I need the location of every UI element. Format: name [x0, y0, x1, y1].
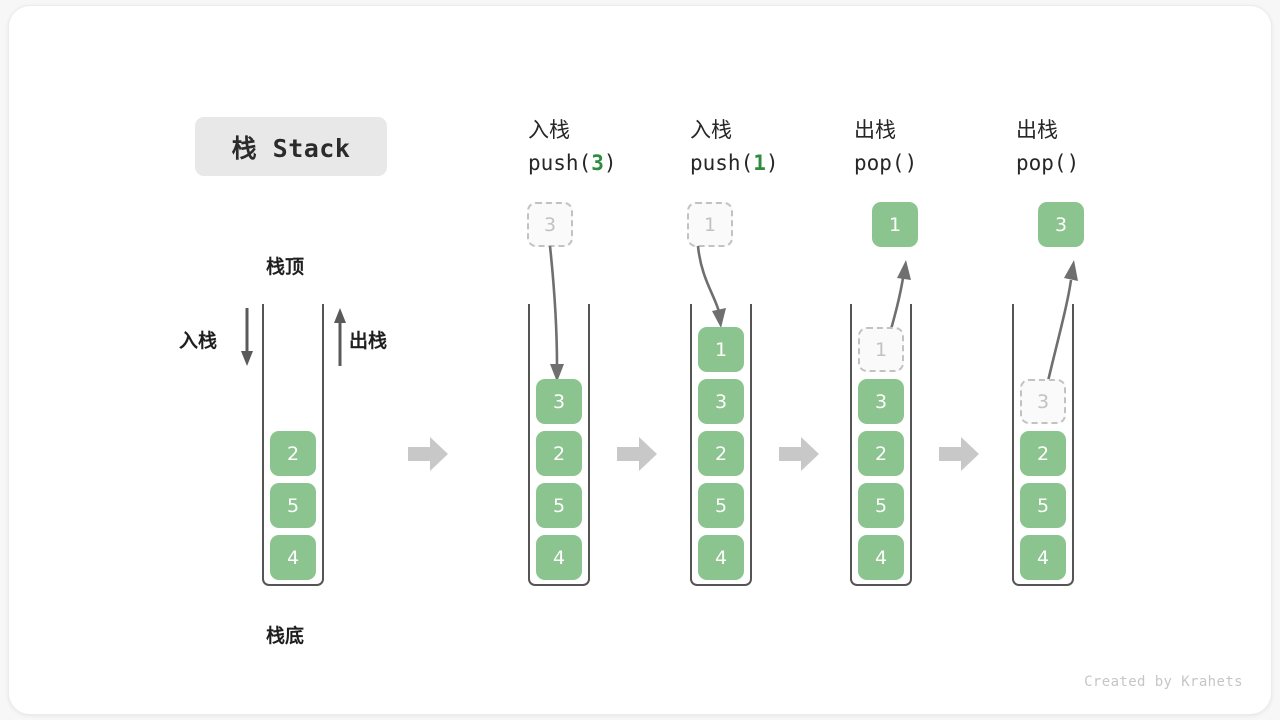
heading-code-arg: 3	[591, 150, 604, 175]
heading-code-pre: pop(	[854, 150, 905, 175]
vacated-ghost-cell: 1	[858, 327, 904, 372]
stack-cell: 4	[270, 535, 316, 580]
page-title: 栈 Stack	[231, 133, 351, 163]
heading-cn: 出栈	[1016, 118, 1058, 142]
step-arrow-icon	[408, 437, 448, 471]
push-motion-arrow-icon	[696, 245, 726, 328]
heading-code-pre: pop(	[1016, 150, 1067, 175]
heading-code-arg: 1	[753, 150, 766, 175]
stack-cell: 5	[1020, 483, 1066, 528]
step-arrow-icon	[617, 437, 657, 471]
footer-credit: Created by Krahets	[1084, 674, 1243, 690]
stack-cell: 5	[270, 483, 316, 528]
heading-code-post: )	[603, 150, 617, 175]
stack-top-label: 栈顶	[266, 256, 305, 278]
stack-cell: 5	[536, 483, 582, 528]
heading-code-post: )	[1066, 150, 1080, 175]
incoming-ghost-cell: 1	[687, 202, 733, 247]
heading-cn: 入栈	[528, 118, 570, 142]
heading-cn: 入栈	[690, 118, 732, 142]
stack-cell: 5	[858, 483, 904, 528]
stack-cell: 4	[536, 535, 582, 580]
stack-cell: 2	[536, 431, 582, 476]
stack-container-pop-3	[1012, 304, 1074, 586]
stack-cell: 4	[698, 535, 744, 580]
pop-direction-arrow-icon	[334, 308, 346, 366]
diagram-card: 栈 Stack 栈顶 栈底 入栈 出栈 2 5 4 入栈 push(3) 3 3…	[8, 5, 1272, 715]
push-direction-arrow-icon	[241, 308, 253, 366]
stack-cell: 4	[858, 535, 904, 580]
pop-direction-label: 出栈	[349, 330, 388, 352]
stack-cell: 5	[698, 483, 744, 528]
stack-cell: 4	[1020, 535, 1066, 580]
column-heading-push-3: 入栈 push(3)	[528, 114, 617, 179]
stack-cell: 3	[536, 379, 582, 424]
heading-code-pre: push(	[528, 150, 592, 175]
vacated-ghost-cell: 3	[1020, 379, 1066, 424]
stack-container-pop-1	[850, 304, 912, 586]
stack-cell: 2	[1020, 431, 1066, 476]
heading-code-post: )	[765, 150, 779, 175]
stack-cell: 3	[858, 379, 904, 424]
column-heading-push-1: 入栈 push(1)	[690, 114, 779, 179]
title-badge: 栈 Stack	[195, 117, 387, 176]
heading-code-post: )	[904, 150, 918, 175]
heading-code-pre: push(	[690, 150, 754, 175]
popped-cell: 3	[1038, 202, 1084, 247]
stack-cell: 1	[698, 327, 744, 372]
push-direction-label: 入栈	[179, 330, 218, 352]
step-arrow-icon	[939, 437, 979, 471]
stack-container-push-3	[528, 304, 590, 586]
stack-cell: 3	[698, 379, 744, 424]
push-motion-arrow-icon	[548, 245, 564, 382]
incoming-ghost-cell: 3	[527, 202, 573, 247]
column-heading-pop-1: 出栈 pop()	[854, 114, 917, 179]
column-heading-pop-3: 出栈 pop()	[1016, 114, 1079, 179]
stack-cell: 2	[270, 431, 316, 476]
stack-cell: 2	[698, 431, 744, 476]
stack-container-initial	[262, 304, 324, 586]
stack-cell: 2	[858, 431, 904, 476]
step-arrow-icon	[779, 437, 819, 471]
stack-container-push-1	[690, 304, 752, 586]
stack-bottom-label: 栈底	[266, 625, 305, 647]
popped-cell: 1	[872, 202, 918, 247]
heading-cn: 出栈	[854, 118, 896, 142]
